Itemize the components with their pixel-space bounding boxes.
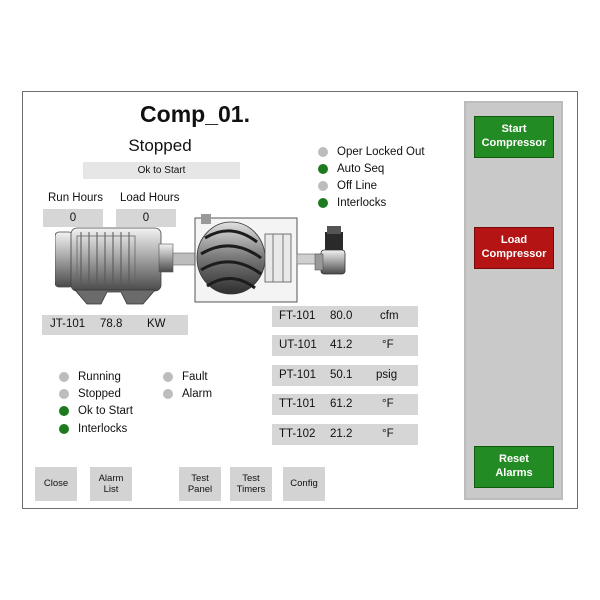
instrument-tag: PT-101 — [279, 369, 317, 381]
instrument-tag: FT-101 — [279, 310, 316, 322]
power-readout: JT-101 78.8 KW — [42, 315, 188, 335]
lamp-ok-to-start: Ok to Start — [59, 405, 133, 417]
lamp-icon — [59, 406, 69, 416]
test-timers-label-1: Test — [242, 472, 260, 484]
lamp-icon — [59, 372, 69, 382]
instrument-tag: TT-102 — [279, 428, 316, 440]
load-hours-label: Load Hours — [120, 192, 180, 204]
lamp-fault: Fault — [163, 371, 208, 383]
lamp-running: Running — [59, 371, 121, 383]
instrument-value: 50.1 — [330, 369, 353, 381]
power-unit: KW — [147, 318, 166, 330]
instrument-unit: °F — [382, 398, 394, 410]
status-auto-seq: Auto Seq — [318, 163, 384, 175]
status-label: Oper Locked Out — [337, 146, 425, 158]
run-state: Stopped — [128, 136, 192, 155]
lamp-label: Stopped — [78, 388, 121, 400]
instrument-value: 21.2 — [330, 428, 353, 440]
close-button-label: Close — [43, 478, 69, 490]
status-lamp-icon — [318, 147, 328, 157]
status-lamp-icon — [318, 198, 328, 208]
instrument-unit: cfm — [380, 310, 399, 322]
page-title: Comp_01. — [140, 101, 250, 127]
start-label-1: Start — [501, 123, 527, 136]
close-button[interactable]: Close — [35, 467, 77, 501]
status-lamp-icon — [318, 164, 328, 174]
instrument-unit: °F — [382, 428, 394, 440]
instrument-row: UT-101 41.2 °F — [272, 335, 418, 356]
status-lamp-icon — [318, 181, 328, 191]
status-label: Interlocks — [337, 197, 387, 209]
instrument-row: TT-102 21.2 °F — [272, 424, 418, 445]
lamp-label: Fault — [182, 371, 208, 383]
instrument-tag: UT-101 — [279, 339, 317, 351]
instrument-value: 80.0 — [330, 310, 353, 322]
instrument-value: 41.2 — [330, 339, 353, 351]
load-label-2: Compressor — [481, 248, 547, 260]
config-button[interactable]: Config — [283, 467, 325, 501]
lamp-label: Alarm — [182, 388, 213, 400]
lamp-interlocks: Interlocks — [59, 423, 127, 435]
lamp-label: Ok to Start — [78, 405, 133, 417]
test-timers-label-2: Timers — [236, 484, 266, 495]
instrument-row: FT-101 80.0 cfm — [272, 306, 418, 327]
lamp-icon — [59, 389, 69, 399]
load-hours-value: 0 — [116, 209, 176, 227]
power-tag: JT-101 — [50, 318, 86, 330]
instrument-row: PT-101 50.1 psig — [272, 365, 418, 386]
instrument-unit: °F — [382, 339, 394, 351]
instrument-unit: psig — [376, 369, 398, 381]
ok-to-start-bar: Ok to Start — [83, 162, 240, 179]
reset-label-1: Reset — [499, 453, 529, 466]
status-interlocks: Interlocks — [318, 197, 386, 209]
start-label-2: Compressor — [481, 137, 547, 149]
instrument-tag: TT-101 — [279, 398, 316, 410]
run-hours-label: Run Hours — [48, 192, 103, 204]
lamp-alarm: Alarm — [163, 388, 212, 400]
lamp-stopped: Stopped — [59, 388, 121, 400]
config-button-label: Config — [290, 478, 318, 490]
reset-label-2: Alarms — [495, 467, 533, 479]
test-panel-label-2: Panel — [187, 484, 213, 495]
motor-compressor-valve-icon — [55, 214, 346, 305]
instrument-row: TT-101 61.2 °F — [272, 394, 418, 415]
lamp-icon — [163, 389, 173, 399]
side-control-panel — [464, 101, 563, 500]
run-hours-value: 0 — [43, 209, 103, 227]
lamp-label: Interlocks — [78, 423, 128, 435]
load-label-1: Load — [500, 234, 528, 247]
status-label: Auto Seq — [337, 163, 385, 175]
alarm-list-label-1: Alarm — [98, 472, 124, 484]
lamp-label: Running — [78, 371, 121, 383]
status-oper-locked-out: Oper Locked Out — [318, 146, 425, 158]
lamp-icon — [59, 424, 69, 434]
status-off-line: Off Line — [318, 180, 377, 192]
alarm-list-label-2: List — [103, 484, 119, 495]
power-value: 78.8 — [100, 318, 123, 330]
status-label: Off Line — [337, 180, 378, 192]
lamp-icon — [163, 372, 173, 382]
test-panel-label-1: Test — [191, 472, 209, 484]
instrument-value: 61.2 — [330, 398, 353, 410]
